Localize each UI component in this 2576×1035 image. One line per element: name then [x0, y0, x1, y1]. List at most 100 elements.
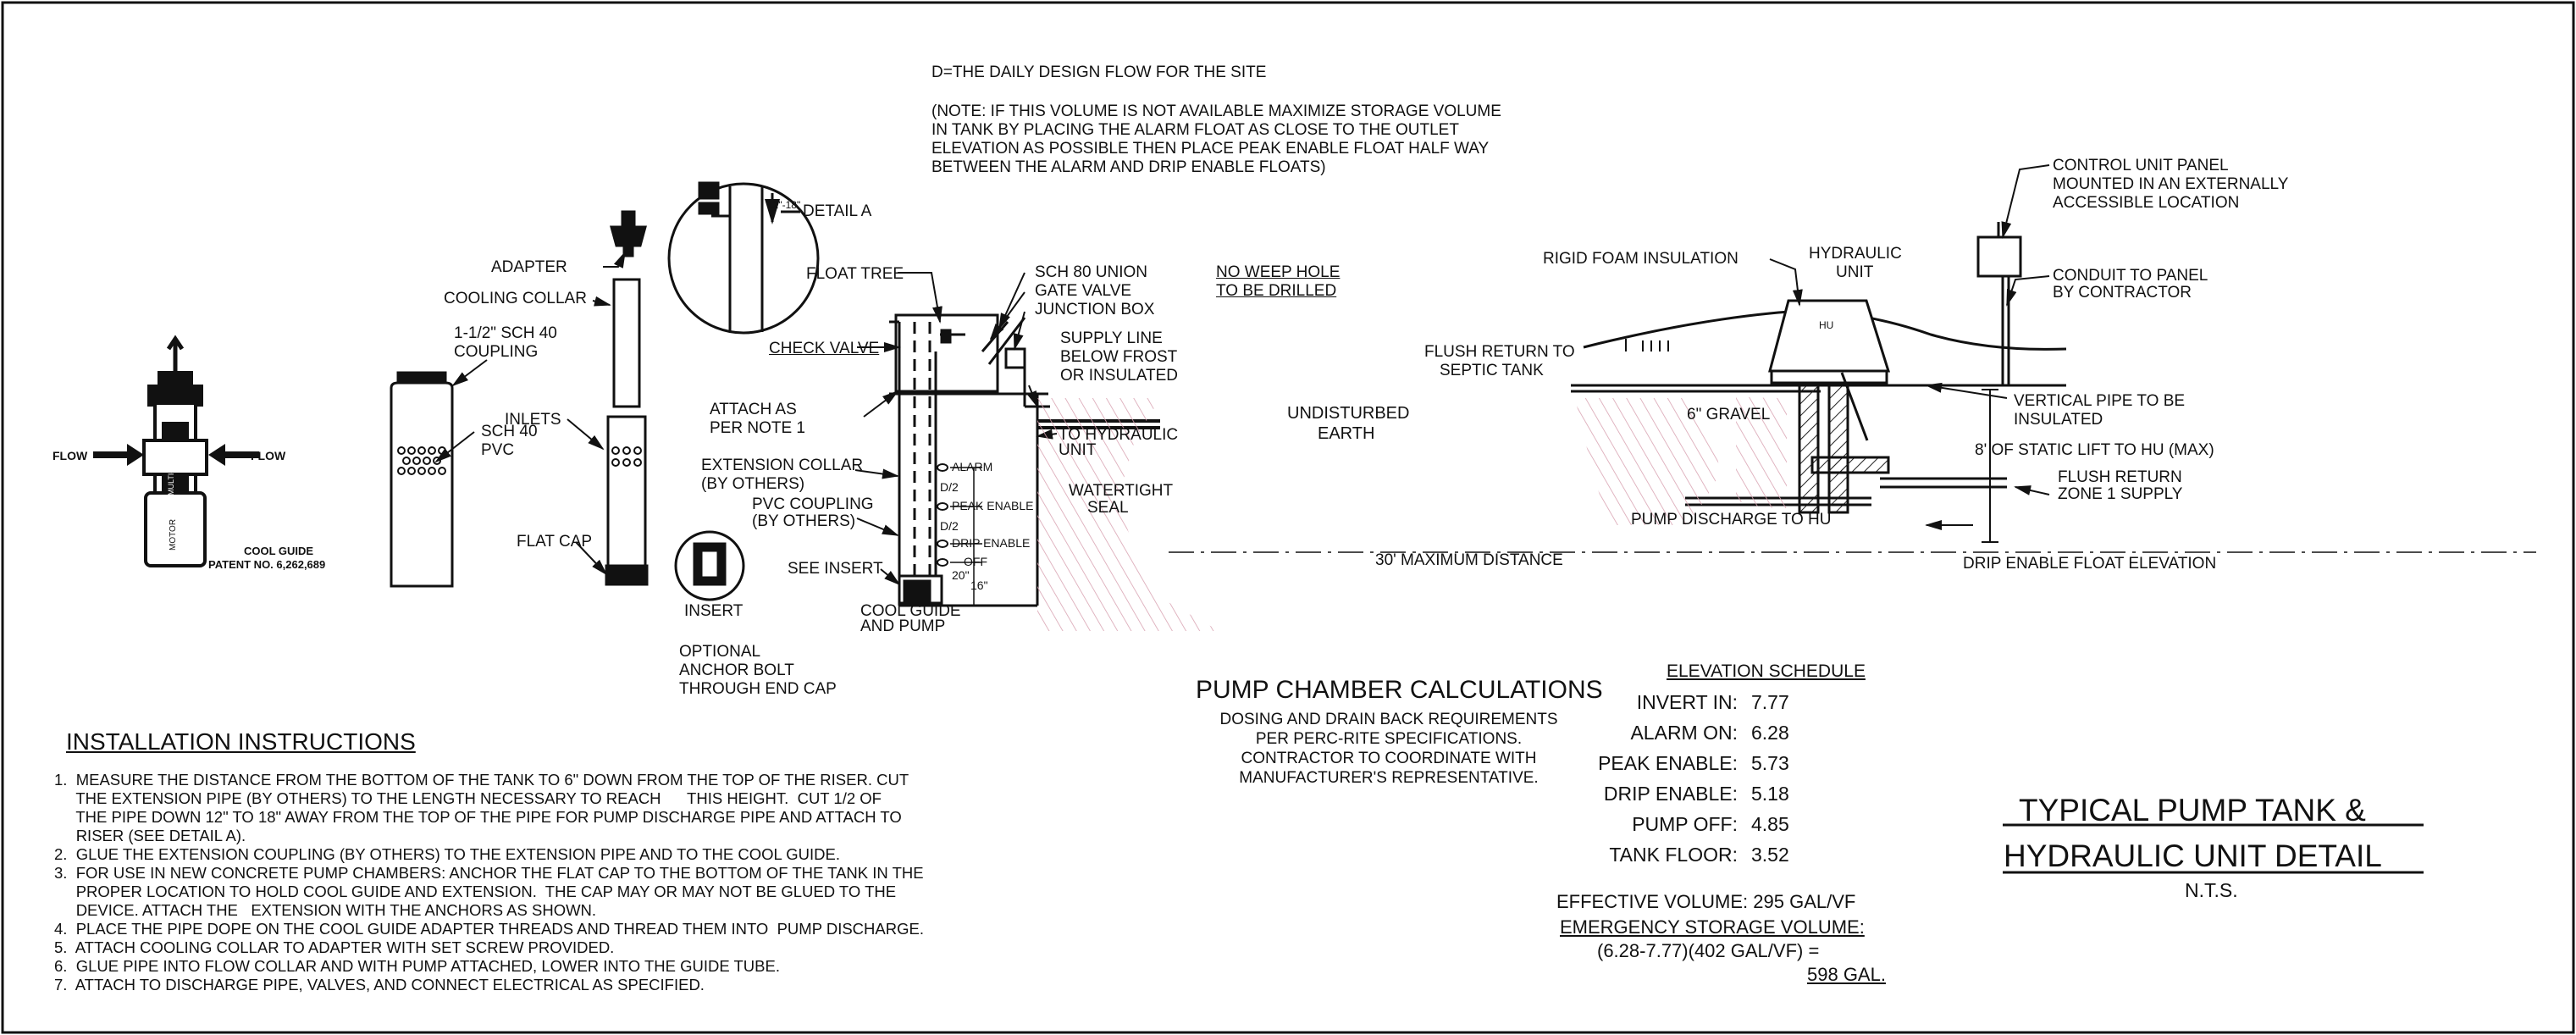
- schedule-value: 3.52: [1751, 844, 1789, 866]
- drip-enable-elev-label: DRIP ENABLE FLOAT ELEVATION: [1963, 555, 2217, 573]
- title-underlines: [2003, 823, 2424, 874]
- calculations-title: PUMP CHAMBER CALCULATIONS: [1196, 676, 1603, 704]
- gate-valve-label: GATE VALVE: [1035, 282, 1132, 300]
- coupling-label: COUPLING: [454, 343, 539, 361]
- drawing-title-line2: HYDRAULIC UNIT DETAIL: [2004, 839, 2382, 873]
- patent-label: PATENT NO. 6,262,689: [208, 558, 326, 571]
- control-panel-label: MOUNTED IN AN EXTERNALLY: [2053, 175, 2289, 193]
- schedule-label: DRIP ENABLE:: [1603, 783, 1738, 805]
- insert-label: INSERT: [684, 602, 744, 620]
- float-d2-label: D/2: [940, 519, 959, 533]
- schedule-row: DRIP ENABLE: 5.18: [1604, 784, 1880, 815]
- elevation-schedule-title: ELEVATION SCHEDULE: [1667, 661, 1866, 681]
- float-16-label: 16": [970, 578, 988, 592]
- note-line: BETWEEN THE ALARM AND DRIP ENABLE FLOATS…: [931, 158, 1326, 176]
- extension-collar-label: (BY OTHERS): [701, 475, 805, 493]
- instruction-line: 4. PLACE THE PIPE DOPE ON THE COOL GUIDE…: [54, 920, 924, 938]
- static-lift-dim: [1982, 389, 1998, 543]
- elevation-schedule-table: INVERT IN: 7.77 ALARM ON: 6.28 PEAK ENAB…: [1598, 693, 1880, 876]
- see-insert-label: SEE INSERT: [788, 560, 883, 578]
- supply-line-label: OR INSULATED: [1060, 367, 1179, 385]
- control-panel-drawing: [1976, 222, 2022, 385]
- parts-leaders: [434, 251, 626, 576]
- anchor-label: OPTIONAL: [679, 643, 761, 661]
- calculations-notes: DOSING AND DRAIN BACK REQUIREMENTS PER P…: [1177, 711, 1600, 789]
- undisturbed-label: UNDISTURBED: [1287, 404, 1410, 423]
- pump-discharge-label: PUMP DISCHARGE TO HU: [1631, 511, 1832, 529]
- pvc-coupling-label: (BY OTHERS): [752, 512, 856, 530]
- calc-line: CONTRACTOR TO COORDINATE WITH: [1241, 750, 1537, 767]
- weep-hole-label: TO BE DRILLED: [1216, 282, 1337, 300]
- rigid-foam-label: RIGID FOAM INSULATION: [1543, 250, 1739, 268]
- flow-right-label: FLOW: [251, 449, 286, 462]
- instruction-line: DEVICE. ATTACH THE EXTENSION WITH THE AN…: [54, 901, 597, 919]
- float-marks: [937, 463, 948, 567]
- undisturbed-label: EARTH: [1318, 424, 1375, 443]
- schedule-label: PUMP OFF:: [1632, 813, 1738, 835]
- vertical-pipe-label: INSULATED: [2014, 411, 2103, 429]
- parts-drawing: [390, 210, 649, 588]
- watertight-label: SEAL: [1087, 499, 1129, 517]
- detail-a-dim: 12"-18": [767, 199, 801, 211]
- hu-title-label: HYDRAULIC: [1809, 245, 1902, 263]
- attach-as-label: ATTACH AS: [710, 401, 797, 418]
- schedule-row: PUMP OFF: 4.85: [1609, 815, 1880, 845]
- static-lift-label: 8' OF STATIC LIFT TO HU (MAX): [1975, 441, 2214, 459]
- emergency-storage-title: EMERGENCY STORAGE VOLUME:: [1560, 916, 1865, 938]
- schedule-value: 4.85: [1751, 813, 1789, 835]
- schedule-label: TANK FLOOR:: [1609, 844, 1738, 866]
- conduit-label: CONDUIT TO PANEL: [2053, 267, 2208, 285]
- vertical-pipe-label: VERTICAL PIPE TO BE: [2014, 392, 2186, 410]
- anchor-label: ANCHOR BOLT: [679, 661, 794, 679]
- emergency-result: 598 GAL.: [1807, 964, 1886, 985]
- schedule-row: PEAK ENABLE: 5.73: [1598, 754, 1880, 784]
- schedule-row: INVERT IN: 7.77: [1609, 693, 1880, 723]
- pvc-label: PVC: [481, 441, 515, 459]
- detail-a-label: DETAIL A: [803, 202, 872, 220]
- control-panel-label: CONTROL UNIT PANEL: [2053, 157, 2229, 174]
- tank-soil: [1037, 398, 1219, 631]
- detail-a-drawing: [667, 181, 820, 335]
- note-line: (NOTE: IF THIS VOLUME IS NOT AVAILABLE M…: [931, 102, 1501, 120]
- flow-left-label: FLOW: [53, 449, 88, 462]
- insert-drawing: [674, 530, 745, 601]
- float-dim-lines: [950, 467, 982, 606]
- calc-line: DOSING AND DRAIN BACK REQUIREMENTS: [1219, 711, 1558, 728]
- instruction-line: 5. ATTACH COOLING COLLAR TO ADAPTER WITH…: [54, 938, 615, 956]
- design-flow-note: D=THE DAILY DESIGN FLOW FOR THE SITE: [931, 64, 1267, 81]
- coupling-label: 1-1/2" SCH 40: [454, 324, 557, 342]
- float-alarm-label: ALARM: [952, 460, 993, 473]
- flow-arrows: [93, 444, 259, 466]
- gravel-label: 6" GRAVEL: [1687, 406, 1771, 423]
- schedule-label: ALARM ON:: [1630, 722, 1738, 744]
- extension-collar-label: EXTENSION COLLAR: [701, 457, 864, 474]
- cool-guide-drawing: [142, 335, 208, 567]
- body-text: MULTI-STAGE: [167, 445, 175, 495]
- watertight-label: WATERTIGHT: [1069, 482, 1174, 500]
- instruction-line: RISER (SEE DETAIL A).: [54, 827, 246, 844]
- instructions-list: 1. MEASURE THE DISTANCE FROM THE BOTTOM …: [54, 772, 924, 996]
- hu-leaders: [1769, 164, 2050, 530]
- schedule-value: 6.28: [1751, 722, 1789, 744]
- supply-line-label: SUPPLY LINE: [1060, 329, 1163, 347]
- flush-return-label: FLUSH RETURN TO: [1424, 343, 1575, 361]
- hu-soil: [1575, 398, 1719, 525]
- hu-drawing: [1571, 299, 2066, 514]
- anchor-label: THROUGH END CAP: [679, 680, 837, 698]
- to-hydraulic-label: UNIT: [1059, 441, 1097, 459]
- hu-title-label: UNIT: [1836, 263, 1874, 281]
- hu-label: HU: [1819, 319, 1834, 331]
- cool-guide-pump-label: AND PUMP: [860, 617, 946, 635]
- instruction-line: 3. FOR USE IN NEW CONCRETE PUMP CHAMBERS…: [54, 864, 924, 882]
- inlets-label: INLETS: [505, 411, 561, 429]
- float-peak-label: PEAK ENABLE: [952, 499, 1034, 512]
- float-tree-label: FLOAT TREE: [806, 265, 904, 283]
- max-distance-label: 30' MAXIMUM DISTANCE: [1375, 551, 1563, 569]
- calc-line: PER PERC-RITE SPECIFICATIONS.: [1255, 730, 1523, 748]
- control-panel-label: ACCESSIBLE LOCATION: [2053, 194, 2240, 212]
- grass-marks: [1625, 339, 1669, 351]
- effective-volume: EFFECTIVE VOLUME: 295 GAL/VF: [1556, 891, 1856, 912]
- tank-leaders: [854, 272, 1058, 586]
